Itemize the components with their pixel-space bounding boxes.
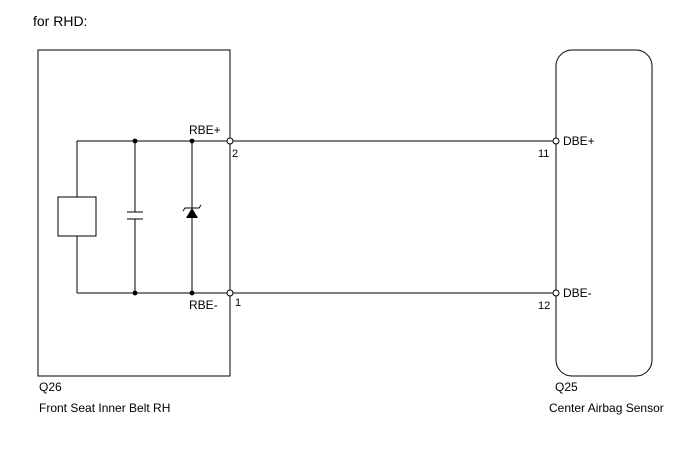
junction-dot: [132, 138, 138, 144]
left-component-code: Q26: [39, 380, 62, 394]
pin-number-2: 2: [232, 148, 238, 160]
left-component-outline: [37, 49, 231, 377]
signal-label-rbe-plus: RBE+: [189, 123, 221, 137]
left-component-name: Front Seat Inner Belt RH: [39, 401, 170, 415]
signal-label-dbe-plus: DBE+: [563, 134, 595, 148]
resistor-symbol: [57, 196, 97, 237]
signal-label-rbe-minus: RBE-: [189, 298, 218, 312]
terminal-dbe-plus: [552, 137, 560, 145]
signal-label-dbe-minus: DBE-: [563, 286, 592, 300]
terminal-rbe-plus: [226, 137, 234, 145]
right-component-name: Center Airbag Sensor: [549, 401, 664, 415]
pin-number-12: 12: [538, 300, 550, 312]
terminal-dbe-minus: [552, 289, 560, 297]
junction-dot: [132, 290, 138, 296]
junction-dot: [189, 138, 195, 144]
right-component-code: Q25: [555, 380, 578, 394]
seat-belt-internal-circuit: [57, 138, 228, 296]
terminal-rbe-minus: [226, 289, 234, 297]
right-component-outline: [555, 49, 653, 377]
diagram-heading: for RHD:: [33, 13, 87, 29]
junction-dot: [189, 290, 195, 296]
pin-number-11: 11: [538, 148, 549, 160]
zener-diode-symbol: [186, 208, 198, 218]
pin-number-1: 1: [235, 297, 241, 309]
